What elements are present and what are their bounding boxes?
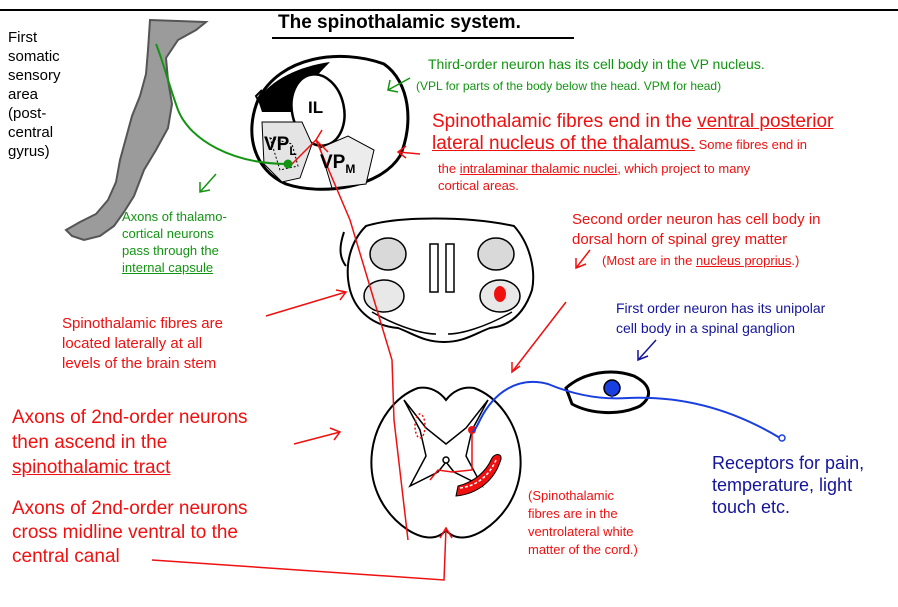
first-order-line1: First order neuron has its unipolar — [616, 298, 825, 318]
brainstem-section — [341, 219, 534, 343]
vpl-label: VPL — [264, 134, 297, 158]
cortex-label-line: area — [8, 85, 61, 104]
cross-midline-note: Axons of 2nd-order neurons cross midline… — [12, 497, 248, 569]
vpm-sub: M — [345, 162, 355, 176]
thalamocortical-line1: Axons of thalamo- — [122, 208, 227, 225]
receptors-line2: temperature, light — [712, 474, 864, 496]
internal-capsule-term: internal capsule — [122, 260, 213, 275]
nucleus-proprius-pre: (Most are in the — [602, 253, 696, 268]
cortex-label-line: somatic — [8, 47, 61, 66]
cortex-label-line: First — [8, 28, 61, 47]
third-order-note: Third-order neuron has its cell body in … — [428, 56, 765, 73]
cord-note-line3: ventrolateral white — [528, 523, 638, 541]
thalamocortical-note: Axons of thalamo- cortical neurons pass … — [122, 208, 227, 276]
thalamus-end-line2-tail: Some fibres end in — [695, 137, 807, 152]
receptor-ending — [779, 435, 785, 441]
thalamus-ending-note: Spinothalamic fibres end in the ventral … — [432, 111, 833, 156]
vpl-term: ventral posterior — [697, 111, 833, 132]
ascend-line2: then ascend in the — [12, 430, 248, 455]
intralaminar-term: intralaminar thalamic nuclei — [460, 161, 618, 176]
cortex-label-line: sensory — [8, 66, 61, 85]
cross-line3: central canal — [12, 545, 248, 569]
third-order-subnote: (VPL for parts of the body below the hea… — [416, 79, 721, 93]
thalamocortical-line2: cortical neurons — [122, 225, 227, 242]
nucleus-proprius-note: (Most are in the nucleus proprius.) — [602, 253, 799, 268]
third-order-line1: Third-order neuron has its cell body in … — [428, 56, 765, 73]
vpl-term-cont: lateral nucleus of the thalamus. — [432, 133, 695, 154]
ascend-note: Axons of 2nd-order neurons then ascend i… — [12, 405, 248, 480]
vpl-main: VP — [264, 134, 289, 155]
receptors-note: Receptors for pain, temperature, light t… — [712, 452, 864, 518]
thalamocortical-line3: pass through the — [122, 242, 227, 259]
spinal-ganglion — [566, 372, 649, 413]
thalamus-end-line1: Spinothalamic fibres end in the — [432, 111, 697, 132]
cord-note-line4: matter of the cord.) — [528, 541, 638, 559]
cord-note: (Spinothalamic fibres are in the ventrol… — [528, 487, 638, 559]
ascend-line1: Axons of 2nd-order neurons — [12, 405, 248, 430]
brainstem-tract-highlight — [494, 286, 506, 302]
cortex-label: First somatic sensory area (post- centra… — [8, 28, 61, 161]
intralaminar-note: the intralaminar thalamic nuclei, which … — [438, 160, 750, 194]
brainstem-line3: levels of the brain stem — [62, 354, 223, 374]
third-order-cell-body — [284, 160, 293, 169]
receptors-line1: Receptors for pain, — [712, 452, 864, 474]
intralaminar-pre: the — [438, 161, 460, 176]
cortex-label-line: (post- — [8, 104, 61, 123]
third-order-line2: (VPL for parts of the body below the hea… — [416, 79, 721, 93]
il-label: IL — [308, 98, 323, 118]
brainstem-line1: Spinothalamic fibres are — [62, 314, 223, 334]
cord-note-line1: (Spinothalamic — [528, 487, 638, 505]
receptors-line3: touch etc. — [712, 496, 864, 518]
intralaminar-tail: , which project to many — [617, 161, 750, 176]
cross-line1: Axons of 2nd-order neurons — [12, 497, 248, 521]
cord-note-line2: fibres are in the — [528, 505, 638, 523]
spinothalamic-tract-term: spinothalamic tract — [12, 457, 170, 478]
nucleus-proprius-tail: .) — [791, 253, 799, 268]
second-order-line1: Second order neuron has cell body in — [572, 210, 821, 230]
cortex-gyrus-shape — [66, 20, 206, 240]
second-order-note: Second order neuron has cell body in dor… — [572, 210, 821, 250]
vpl-sub: L — [289, 144, 296, 158]
cortex-label-line: central — [8, 123, 61, 142]
second-order-line2: dorsal horn of spinal grey matter — [572, 230, 821, 250]
first-order-line2: cell body in a spinal ganglion — [616, 318, 825, 338]
first-order-note: First order neuron has its unipolar cell… — [616, 298, 825, 338]
nucleus-proprius-term: nucleus proprius — [696, 253, 791, 268]
page-title: The spinothalamic system. — [278, 12, 521, 34]
vpm-main: VP — [320, 152, 345, 173]
intralaminar-line4: cortical areas. — [438, 177, 750, 194]
cortex-label-line: gyrus) — [8, 142, 61, 161]
vpm-label: VPM — [320, 152, 355, 176]
cross-line2: cross midline ventral to the — [12, 521, 248, 545]
brainstem-note: Spinothalamic fibres are located lateral… — [62, 314, 223, 374]
brainstem-line2: located laterally at all — [62, 334, 223, 354]
